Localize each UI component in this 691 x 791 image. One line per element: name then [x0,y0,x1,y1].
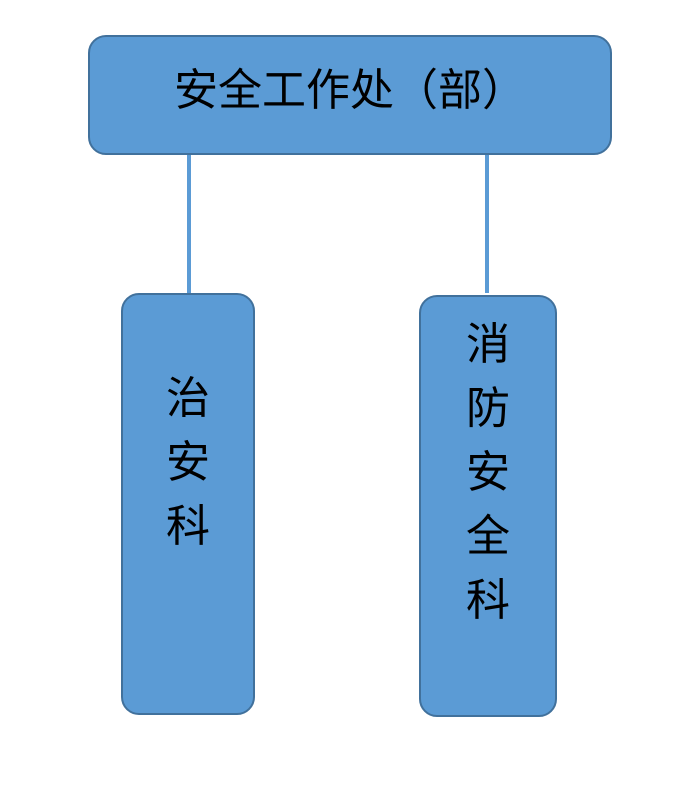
char: 治 [166,373,210,424]
char: 科 [166,501,210,552]
connector-left [187,155,191,294]
char: 消 [466,319,510,370]
child-node-fire-safety: 消 防 安 全 科 [419,295,557,717]
root-node-label: 安全工作处（部） [174,65,526,116]
char: 防 [466,383,510,434]
char: 安 [466,447,510,498]
child-node-security: 治 安 科 [121,293,255,715]
char: 科 [466,575,510,626]
char: 全 [466,511,510,562]
root-node: 安全工作处（部） [88,35,612,155]
connector-right [485,155,489,293]
char: 安 [166,437,210,488]
